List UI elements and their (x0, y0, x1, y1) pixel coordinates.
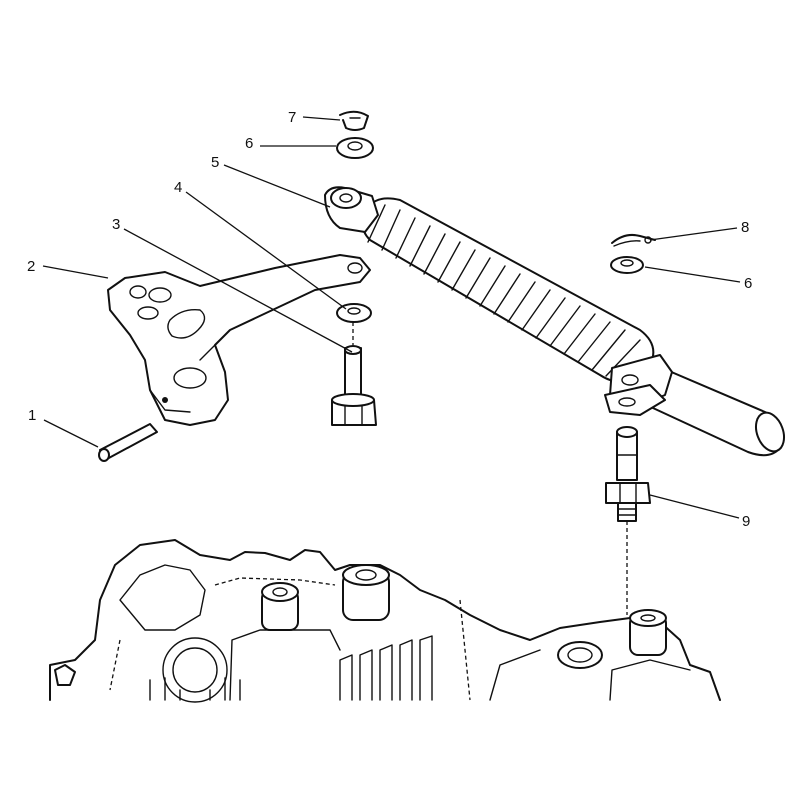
part-9-ball-stud (605, 426, 651, 615)
callout-5: 5 (211, 154, 219, 171)
part-7-clip (339, 110, 369, 131)
callout-9: 9 (742, 513, 750, 530)
callout-8: 8 (741, 219, 749, 236)
part-2-bracket (107, 254, 371, 426)
part-1-pin (98, 423, 158, 462)
callout-6-upper: 6 (245, 135, 253, 152)
callout-3: 3 (112, 216, 120, 233)
leader-lines (42, 116, 741, 519)
part-3-stud (331, 322, 377, 426)
callout-7: 7 (288, 109, 296, 126)
callout-1: 1 (28, 407, 36, 424)
callout-4: 4 (174, 179, 182, 196)
engine-block (49, 539, 721, 703)
callout-6-right: 6 (744, 275, 752, 292)
part-5-cable (324, 186, 786, 457)
part-8-cotter-pin (611, 233, 656, 247)
part-6-washer-upper (336, 137, 374, 159)
callout-2: 2 (27, 258, 35, 275)
part-6-washer-right (610, 256, 644, 274)
callout-labels: 1 2 3 4 5 6 6 7 8 9 (27, 109, 752, 530)
